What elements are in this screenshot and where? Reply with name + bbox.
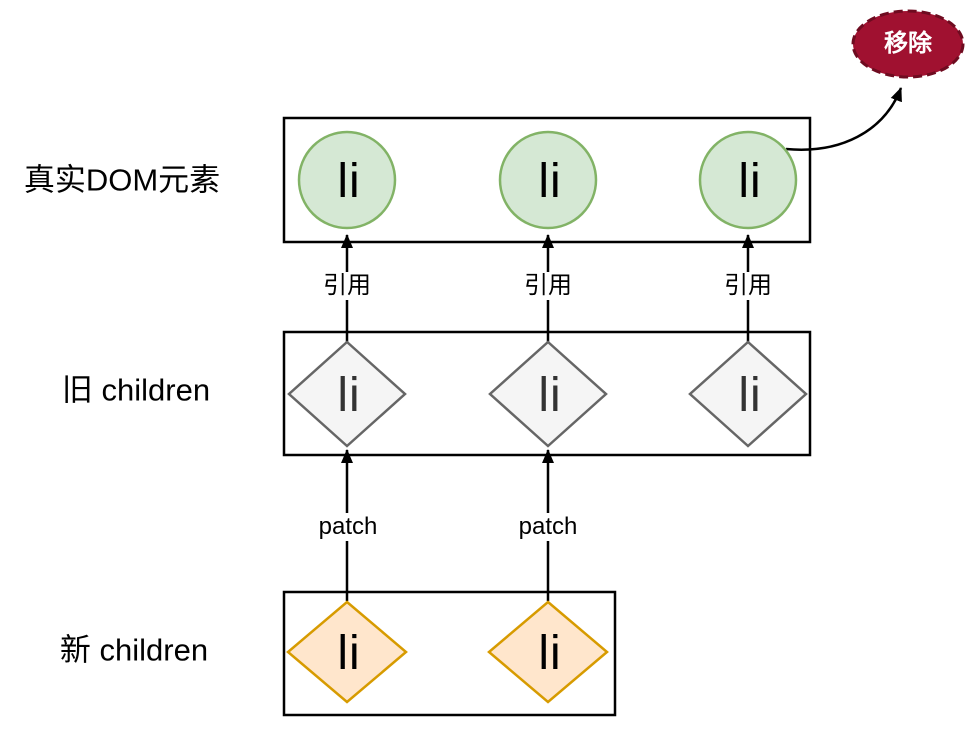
new-child-node-2-text: li (538, 627, 562, 680)
old-child-node-1-text: li (337, 369, 361, 422)
remove-arrow (785, 87, 903, 151)
row-label-real-dom: 真实DOM元素 (23, 162, 221, 198)
real-dom-node-1 (297, 130, 397, 230)
row-label-old-children: 旧 children (61, 372, 211, 408)
real-dom-node-2 (498, 130, 598, 230)
new-children-box (282, 590, 617, 717)
real-dom-node-3 (698, 130, 798, 230)
patch-label-1: patch (313, 513, 383, 541)
new-child-node-1 (286, 600, 408, 704)
reference-label-3: 引用 (719, 272, 777, 300)
reference-label-1: 引用 (318, 272, 376, 300)
old-child-node-3-text: li (738, 369, 762, 422)
new-child-node-1-text: li (337, 627, 361, 680)
new-child-node-2 (487, 600, 609, 704)
real-dom-node-1-text: li (337, 155, 361, 208)
patch-label-2: patch (513, 513, 583, 541)
old-child-node-3 (688, 340, 808, 448)
remove-cloud (851, 9, 965, 79)
remove-label: 移除 (884, 30, 932, 57)
real-dom-node-2-text: li (538, 155, 562, 208)
reference-label-2: 引用 (519, 272, 577, 300)
old-child-node-2 (488, 340, 608, 448)
old-child-node-2-text: li (538, 369, 562, 422)
old-child-node-1 (287, 340, 407, 448)
real-dom-node-3-text: li (738, 155, 762, 208)
row-label-new-children: 新 children (59, 632, 209, 668)
